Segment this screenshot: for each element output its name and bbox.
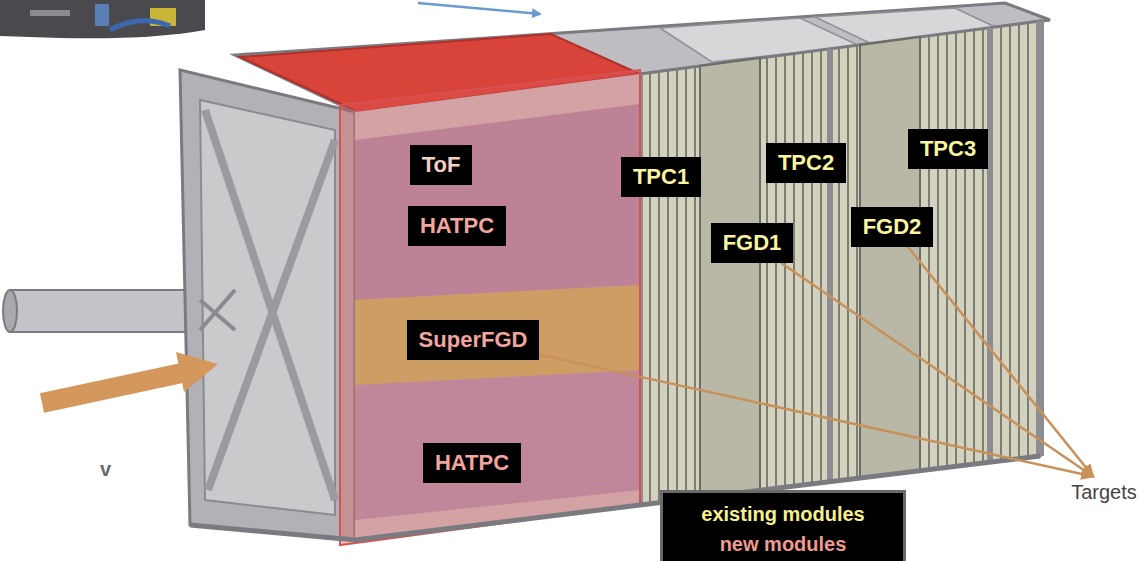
module-label-box: TPC2 (766, 143, 846, 183)
module-name: HATPC (420, 212, 494, 240)
module-label-box: ToF (410, 145, 473, 185)
legend-box: existing modules new modules (660, 490, 906, 561)
target-arrow (539, 355, 1093, 477)
module-label-box: FGD2 (851, 207, 934, 247)
end-face (180, 70, 355, 540)
module-label-box: HATPC (423, 443, 521, 483)
legend-entry: existing modules (663, 499, 903, 529)
module-name: HATPC (435, 449, 509, 477)
beam-arrow (42, 352, 218, 403)
pointer-arrow (418, 3, 540, 14)
legend-text: existing modules (701, 503, 864, 525)
module-name: TPC1 (633, 163, 689, 191)
module-name: TPC2 (778, 149, 834, 177)
inset-picture (0, 0, 205, 38)
beam-symbol: v (100, 458, 111, 481)
beam-pipe (3, 290, 210, 332)
target-label-box: Targets (1067, 478, 1141, 507)
module-name: FGD2 (863, 213, 922, 241)
module-name: SuperFGD (419, 326, 528, 354)
module-label-box: SuperFGD (407, 320, 540, 360)
existing-modules (640, 21, 1040, 505)
module-label-box: TPC1 (621, 157, 701, 197)
module-name: TPC3 (920, 135, 976, 163)
module-label-box: TPC3 (908, 129, 988, 169)
frame-edge (190, 456, 1040, 540)
module-name: Targets (1071, 480, 1137, 505)
target-arrow (781, 263, 1093, 477)
new-modules (340, 70, 640, 545)
module-label-box: HATPC (408, 206, 506, 246)
module-label-box: FGD1 (711, 223, 794, 263)
legend-entry: new modules (663, 529, 903, 559)
module-name: FGD1 (723, 229, 782, 257)
module-name: ToF (422, 151, 461, 179)
legend-text: new modules (720, 533, 847, 555)
